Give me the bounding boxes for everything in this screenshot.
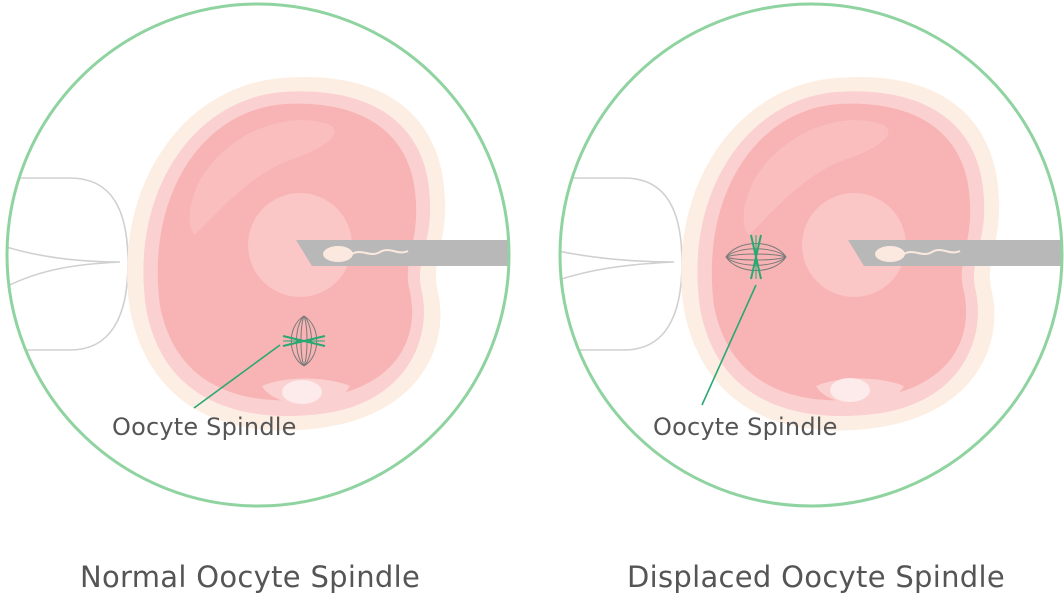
panel-caption: Displaced Oocyte Spindle bbox=[627, 560, 1006, 594]
panel-caption: Normal Oocyte Spindle bbox=[80, 560, 421, 594]
spindle-callout-line bbox=[701, 284, 757, 406]
normal-oocyte-illustration bbox=[5, 2, 511, 508]
oocyte-cell bbox=[681, 77, 1000, 431]
oocyte-spindle bbox=[725, 234, 787, 280]
injection-needle bbox=[296, 240, 509, 266]
sperm bbox=[875, 246, 961, 262]
spindle-callout-line bbox=[193, 344, 281, 409]
holding-pipette bbox=[7, 177, 129, 351]
sperm bbox=[323, 246, 409, 262]
displaced-spindle-panel: Oocyte Spindle Displaced Oocyte Spindle bbox=[532, 0, 1064, 598]
displaced-oocyte-illustration bbox=[558, 2, 1064, 508]
zona-pellucida-ring bbox=[558, 2, 1064, 508]
holding-pipette bbox=[560, 177, 683, 351]
spindle-label: Oocyte Spindle bbox=[112, 413, 297, 441]
oocyte-spindle bbox=[282, 315, 326, 367]
normal-spindle-panel: Oocyte Spindle Normal Oocyte Spindle bbox=[5, 2, 511, 594]
oocyte-cell bbox=[127, 77, 446, 431]
zona-pellucida-ring bbox=[5, 2, 511, 508]
spindle-label: Oocyte Spindle bbox=[653, 413, 838, 441]
